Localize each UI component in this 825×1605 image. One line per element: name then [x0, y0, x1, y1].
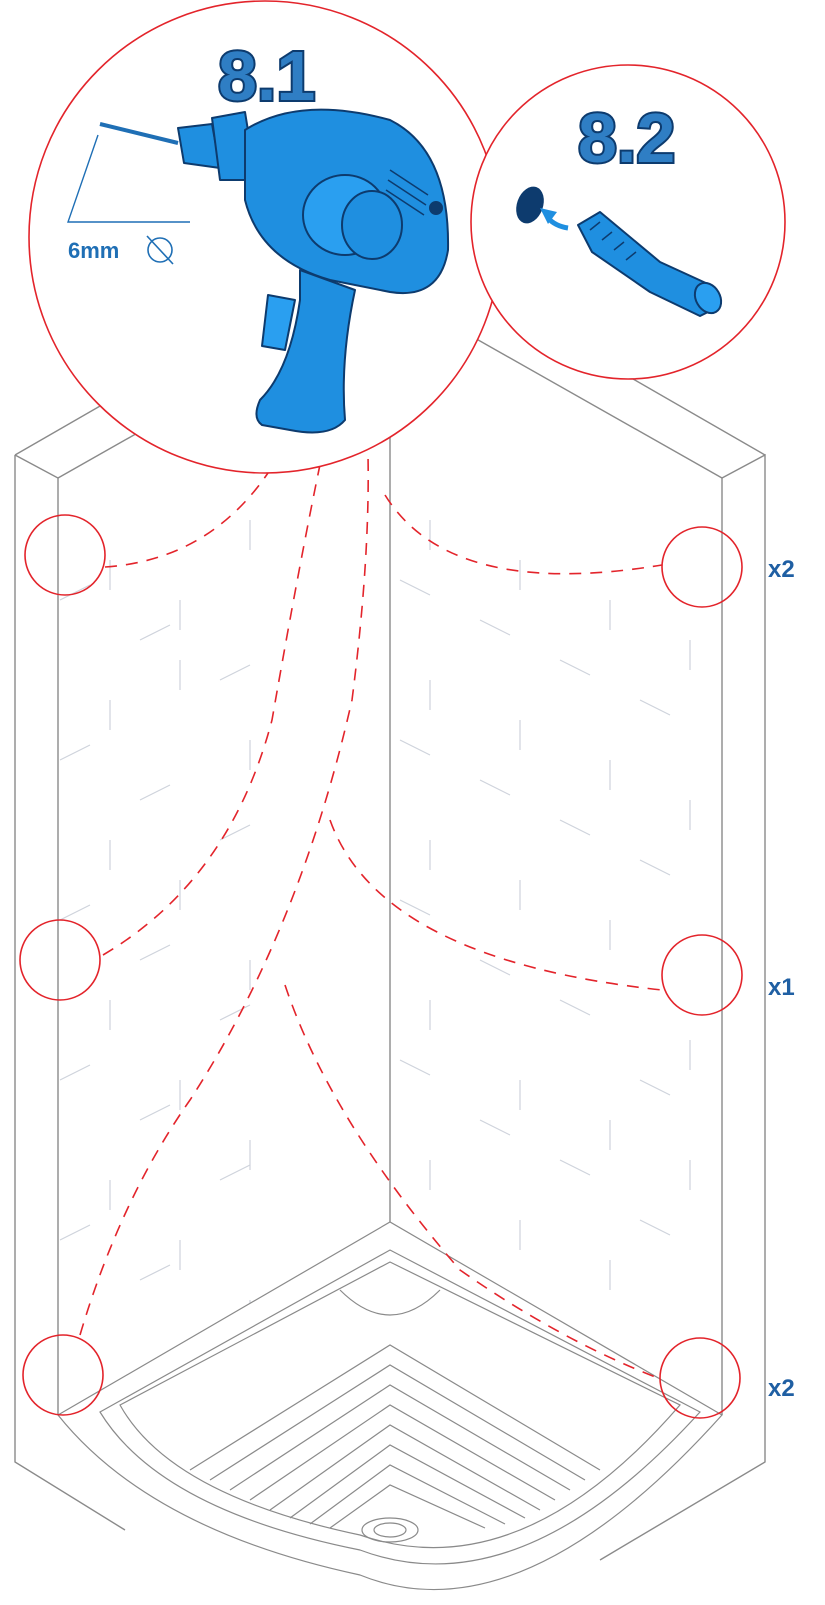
hole-marker-middle-left — [20, 920, 100, 1000]
multiplier-middle: x1 — [768, 974, 795, 1001]
step-8-2-label: 8.2 — [578, 99, 675, 177]
multiplier-bottom: x2 — [768, 1375, 795, 1402]
hole-marker-middle-right — [662, 935, 742, 1015]
step-8-1-callout: 8.1 6mm — [29, 1, 501, 473]
hole-marker-top-left — [25, 515, 105, 595]
multiplier-top: x2 — [768, 556, 795, 583]
step-8-2-callout: 8.2 — [471, 65, 785, 379]
shower-tray — [58, 1222, 722, 1590]
hole-marker-bottom-left — [23, 1335, 103, 1415]
hole-marker-top-right — [662, 527, 742, 607]
step-8-1-label: 8.1 — [218, 37, 315, 115]
drill-bit-size-label: 6mm — [68, 238, 119, 263]
tile-pattern — [60, 520, 690, 1330]
